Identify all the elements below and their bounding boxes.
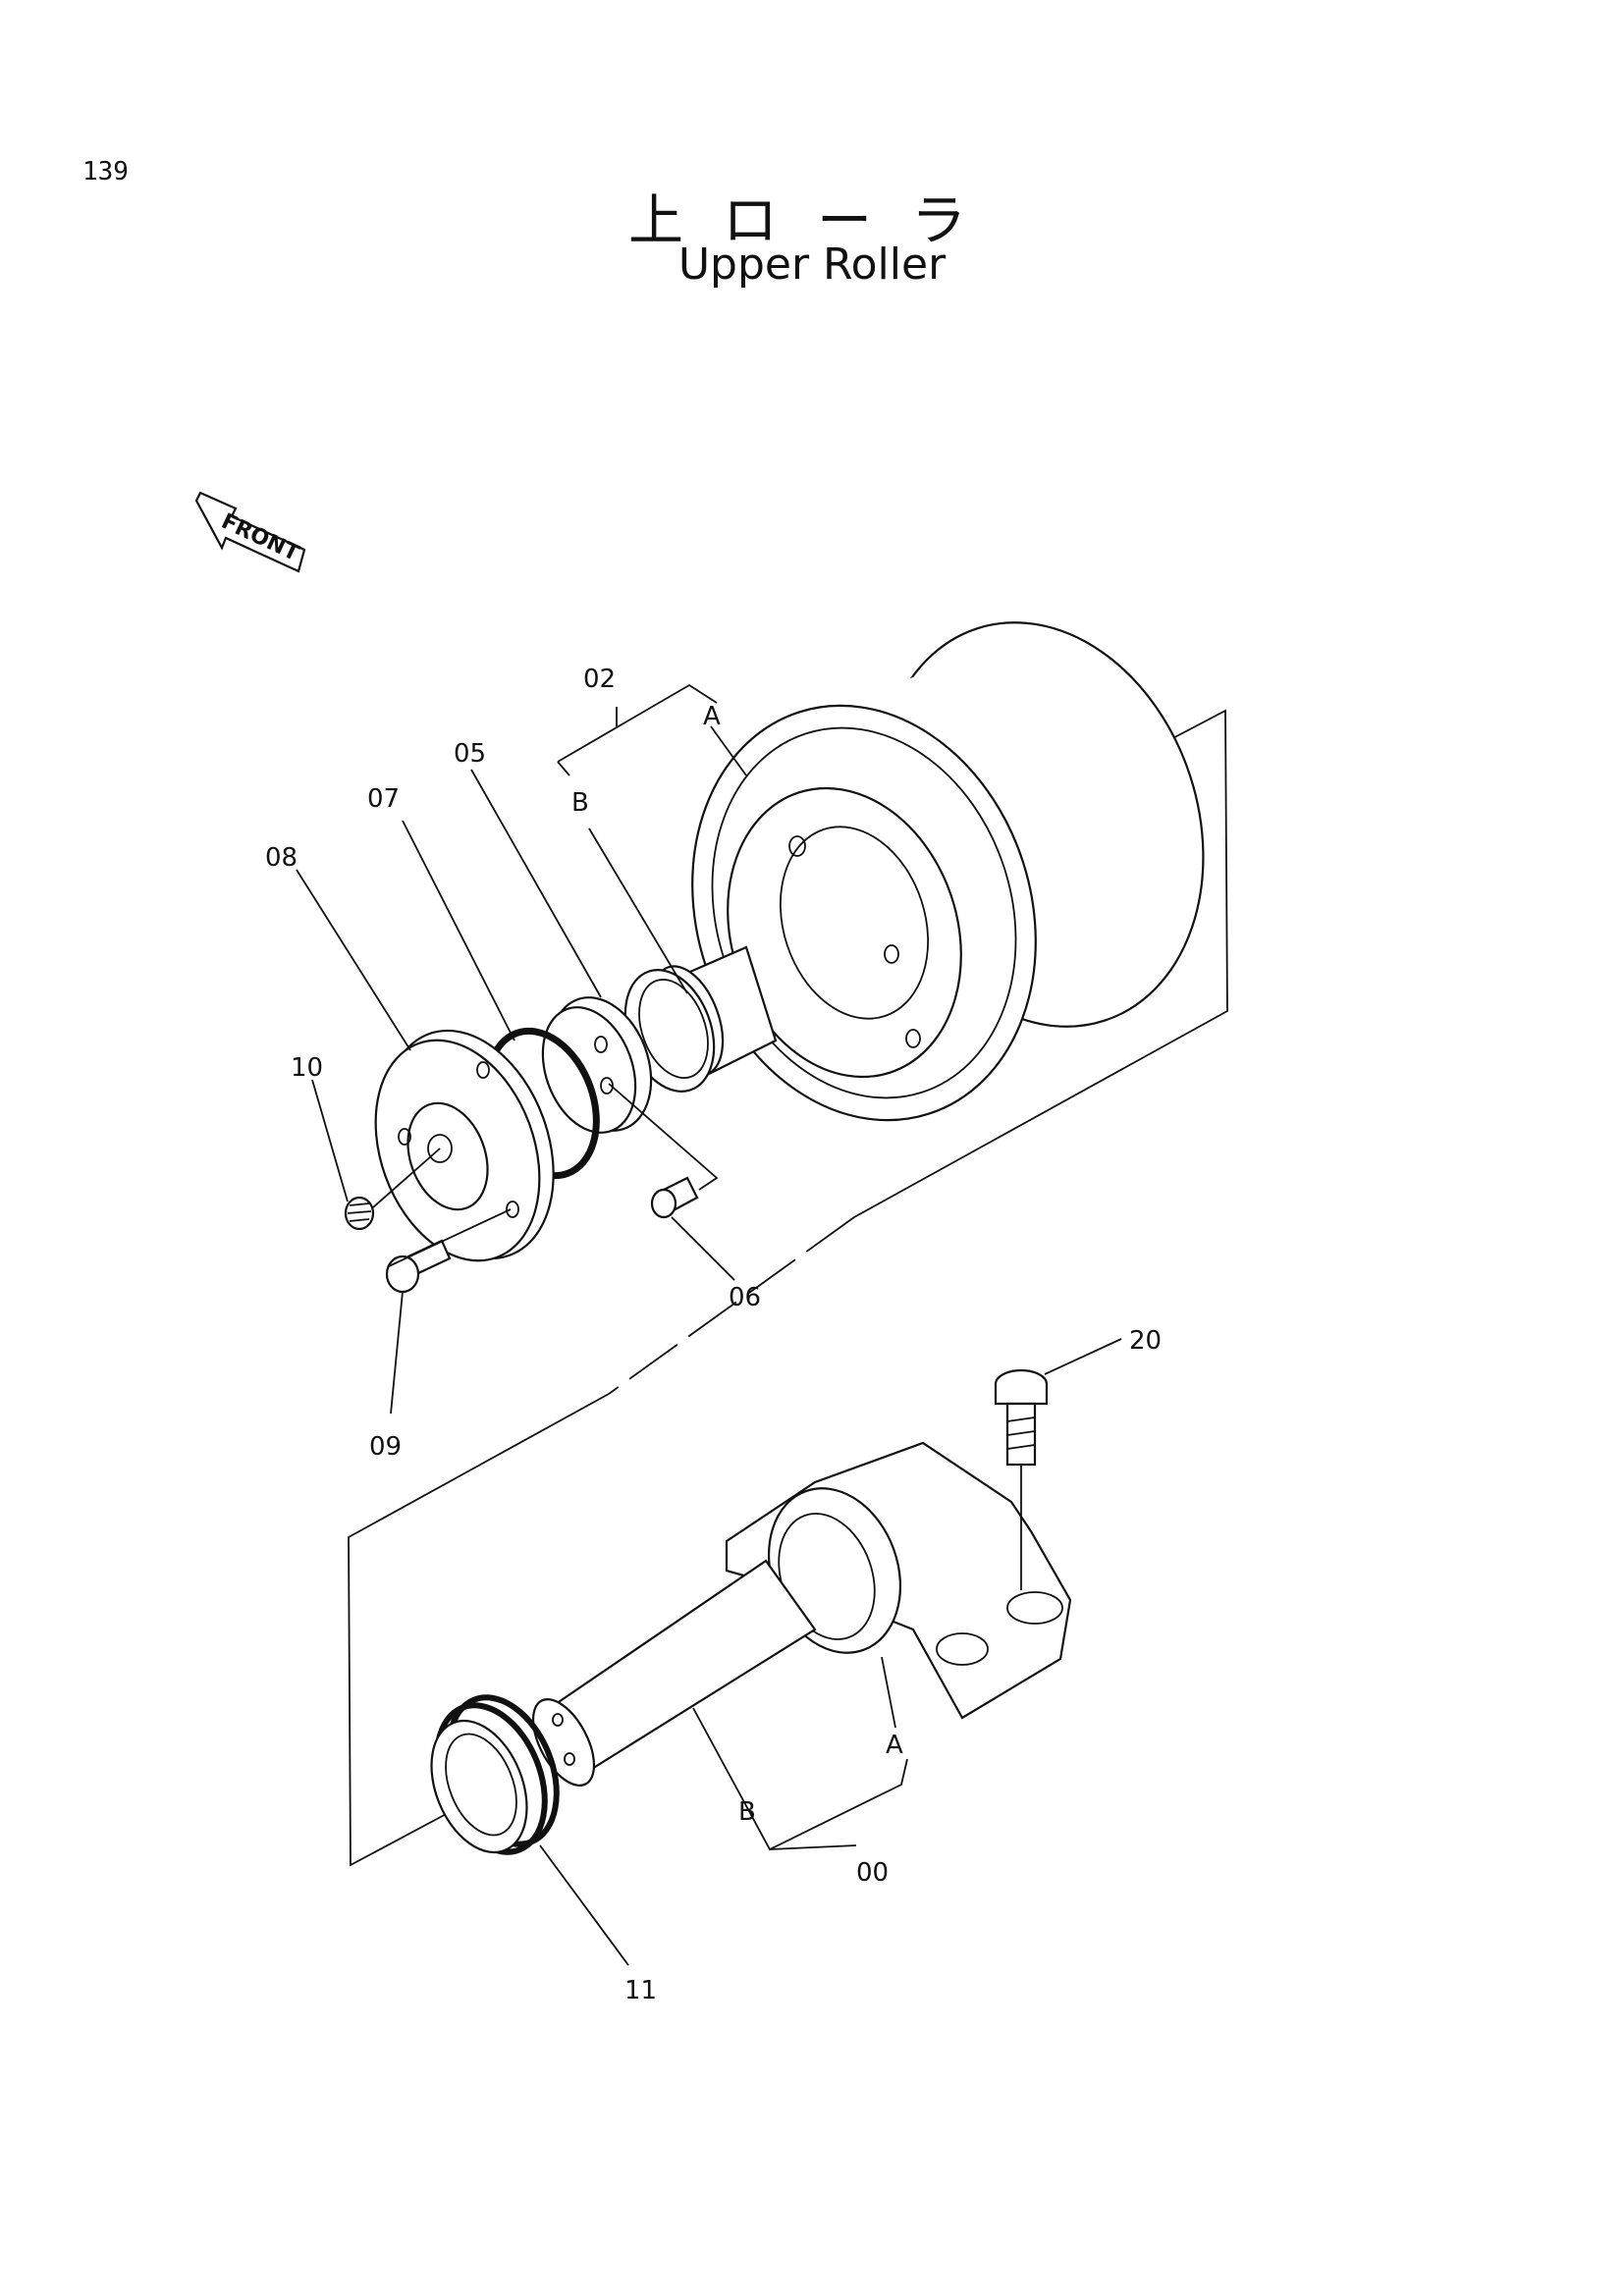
bolt-09 (385, 1239, 452, 1294)
page-title-english: Upper Roller (677, 240, 947, 290)
front-arrow-icon: FRONT (194, 491, 306, 573)
page-title-japanese: 上ローラ (628, 189, 1005, 253)
callout-09: 09 (369, 1432, 402, 1462)
callout-a-top: A (703, 702, 721, 731)
seal-plate-05 (541, 996, 653, 1134)
callout-07: 07 (367, 784, 400, 814)
callout-02: 02 (583, 665, 616, 694)
callout-b-bottom: B (738, 1797, 756, 1827)
callout-10: 10 (291, 1053, 323, 1083)
shaft-bracket-00 (531, 1441, 1072, 1787)
callout-a-bottom: A (886, 1731, 903, 1760)
callout-06: 06 (729, 1283, 761, 1312)
bolt-20 (994, 1368, 1049, 1467)
page-number: 139 (82, 157, 129, 187)
callout-05: 05 (454, 739, 486, 769)
leader-lines (296, 683, 1122, 1966)
seal-11 (430, 1694, 560, 1855)
exploded-boundary (348, 709, 1228, 1867)
cover-08 (374, 1029, 555, 1262)
callout-00: 00 (856, 1858, 889, 1888)
plug-10 (344, 1196, 375, 1231)
callout-labels: 02 A 05 B 07 08 10 06 09 20 A B 00 11 (265, 665, 1162, 2005)
callout-b-top: B (571, 788, 589, 818)
screw-06 (650, 1176, 699, 1219)
callout-08: 08 (265, 843, 298, 873)
callout-20: 20 (1129, 1326, 1162, 1356)
roller-body (691, 621, 1205, 1122)
callout-11: 11 (624, 1976, 657, 2005)
